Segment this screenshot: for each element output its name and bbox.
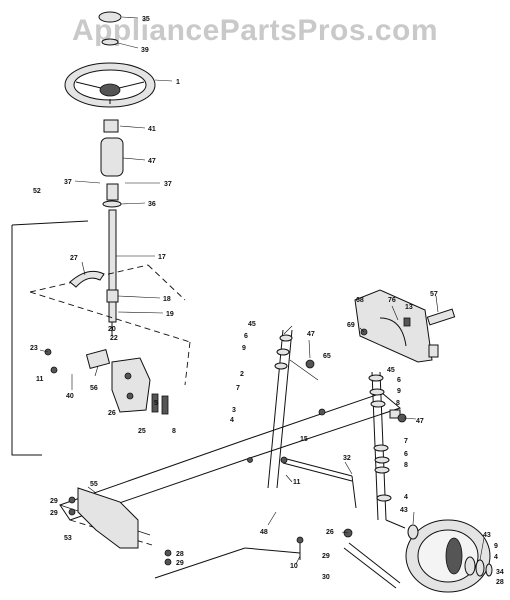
- callout-39: 39: [141, 47, 149, 54]
- callout-37a: 37: [64, 179, 72, 186]
- callout-40: 40: [66, 393, 74, 400]
- left-axle-bracket[interactable]: [77, 487, 139, 549]
- callout-43b: 43: [483, 532, 491, 539]
- callout-28a: 28: [176, 551, 184, 558]
- callout-9b: 9: [397, 388, 401, 395]
- callout-32: 32: [343, 455, 351, 462]
- callout-47b: 47: [307, 331, 315, 338]
- callout-47a: 47: [148, 158, 156, 165]
- callout-47c: 47: [416, 418, 424, 425]
- steering-column[interactable]: [100, 119, 124, 336]
- callout-57: 57: [430, 291, 438, 298]
- callout-13: 13: [405, 304, 413, 311]
- callout-11b: 11: [293, 479, 301, 486]
- callout-20: 20: [108, 326, 116, 333]
- callout-18: 18: [163, 296, 171, 303]
- callout-29d: 29: [176, 560, 184, 567]
- callout-26b: 26: [326, 529, 334, 536]
- steering-wheel[interactable]: [64, 11, 156, 108]
- watermark: AppliancePartsPros.com: [71, 14, 439, 47]
- callout-19: 19: [166, 311, 174, 318]
- callout-6a: 6: [244, 333, 248, 340]
- callout-37b: 37: [164, 181, 172, 188]
- callout-65: 65: [323, 353, 331, 360]
- callout-29c: 29: [50, 510, 58, 517]
- callout-9c: 9: [494, 543, 498, 550]
- callout-3: 3: [232, 407, 236, 414]
- center-pivot[interactable]: [267, 329, 315, 489]
- callout-56: 56: [90, 385, 98, 392]
- callout-45b: 45: [387, 367, 395, 374]
- callout-7a: 7: [236, 385, 240, 392]
- callout-29a: 29: [322, 553, 330, 560]
- callout-53: 53: [64, 535, 72, 542]
- callout-15: 15: [300, 436, 308, 443]
- callout-55: 55: [90, 481, 98, 488]
- callout-28b: 28: [496, 579, 504, 586]
- callout-48: 48: [260, 529, 268, 536]
- callout-labels: 35 39 1 41 47 37 37 36 52 17 27 18 19 20…: [30, 16, 504, 586]
- bracket-group-52: [11, 220, 191, 456]
- callout-4a: 4: [230, 417, 234, 424]
- link-rod[interactable]: [343, 528, 401, 589]
- callout-9a: 9: [242, 345, 246, 352]
- callout-68: 68: [356, 297, 364, 304]
- callout-25: 25: [138, 428, 146, 435]
- callout-69: 69: [347, 322, 355, 329]
- callout-36: 36: [148, 201, 156, 208]
- callout-22: 22: [110, 335, 118, 342]
- bolt[interactable]: [403, 308, 456, 327]
- callout-26a: 26: [108, 410, 116, 417]
- callout-23: 23: [30, 345, 38, 352]
- leader-lines: [39, 16, 485, 565]
- callout-8b: 8: [396, 400, 400, 407]
- callout-45a: 45: [248, 321, 256, 328]
- callout-1: 1: [176, 79, 180, 86]
- callout-4b: 4: [404, 494, 408, 501]
- callout-8a: 8: [172, 428, 176, 435]
- callout-10: 10: [290, 563, 298, 570]
- callout-4c: 4: [494, 554, 498, 561]
- callout-35: 35: [142, 16, 150, 23]
- sector-gear[interactable]: [69, 270, 105, 288]
- front-wheel[interactable]: [405, 519, 493, 593]
- callout-34: 34: [496, 569, 504, 576]
- callout-43a: 43: [400, 507, 408, 514]
- hardware: [44, 328, 407, 566]
- callout-76: 76: [388, 297, 396, 304]
- callout-41: 41: [148, 126, 156, 133]
- callout-6b: 6: [397, 377, 401, 384]
- callout-6c: 6: [404, 451, 408, 458]
- drag-link[interactable]: [280, 456, 357, 509]
- right-spindle[interactable]: [368, 371, 406, 529]
- callout-29b: 29: [50, 498, 58, 505]
- callout-5: 5: [154, 400, 158, 407]
- callout-17: 17: [158, 254, 166, 261]
- tie-rod[interactable]: [154, 536, 304, 579]
- callout-27: 27: [70, 255, 78, 262]
- callout-7b: 7: [404, 438, 408, 445]
- callout-8c: 8: [404, 462, 408, 469]
- steering-bracket[interactable]: [85, 349, 169, 415]
- callout-30: 30: [322, 574, 330, 581]
- callout-2: 2: [240, 371, 244, 378]
- callout-11: 11: [36, 376, 44, 383]
- callout-52: 52: [33, 188, 41, 195]
- mounting-bracket[interactable]: [354, 289, 439, 363]
